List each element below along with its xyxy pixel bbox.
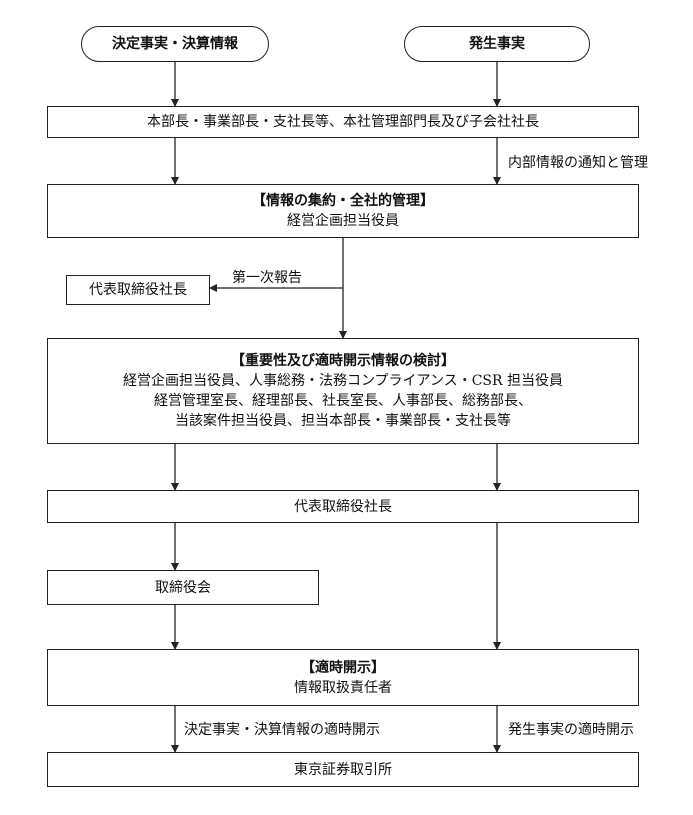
management-box: 【情報の集約・全社的管理】 経営企画担当役員 bbox=[47, 184, 639, 238]
review-line-2: 経営管理室長、経理部長、社長室長、人事部長、総務部長、 bbox=[154, 393, 532, 409]
board-text: 取締役会 bbox=[155, 579, 211, 596]
occurrence-disclosure-label: 発生事実の適時開示 bbox=[508, 722, 634, 738]
review-title: 【重要性及び適時開示情報の検討】 bbox=[231, 353, 455, 369]
occurrence-facts-text: 発生事実 bbox=[469, 36, 525, 52]
review-box: 【重要性及び適時開示情報の検討】 経営企画担当役員、人事総務・法務コンプライアン… bbox=[47, 338, 639, 444]
president-side-box: 代表取締役社長 bbox=[66, 275, 210, 305]
exchange-text: 東京証券取引所 bbox=[294, 761, 392, 778]
management-title: 【情報の集約・全社的管理】 bbox=[252, 193, 434, 209]
decision-facts-text: 決定事実・決算情報 bbox=[112, 36, 238, 52]
president-text: 代表取締役社長 bbox=[294, 498, 392, 515]
disclosure-officer: 情報取扱責任者 bbox=[294, 679, 392, 696]
management-officer: 経営企画担当役員 bbox=[287, 213, 399, 229]
review-line-1: 経営企画担当役員、人事総務・法務コンプライアンス・CSR 担当役員 bbox=[122, 373, 564, 389]
decision-facts-node: 決定事実・決算情報 bbox=[81, 26, 269, 62]
reporting-managers-text: 本部長・事業部長・支社長等、本社管理部門長及び子会社社長 bbox=[147, 114, 539, 130]
president-box: 代表取締役社長 bbox=[47, 490, 639, 523]
disclosure-title: 【適時開示】 bbox=[301, 659, 385, 676]
president-side-text: 代表取締役社長 bbox=[89, 282, 187, 298]
occurrence-facts-node: 発生事実 bbox=[404, 26, 590, 62]
reporting-managers-box: 本部長・事業部長・支社長等、本社管理部門長及び子会社社長 bbox=[47, 106, 639, 138]
board-box: 取締役会 bbox=[47, 570, 319, 605]
internal-notice-label: 内部情報の通知と管理 bbox=[508, 155, 648, 171]
decision-disclosure-label: 決定事実・決算情報の適時開示 bbox=[184, 722, 380, 738]
exchange-box: 東京証券取引所 bbox=[47, 752, 639, 787]
first-report-label: 第一次報告 bbox=[232, 270, 302, 286]
disclosure-box: 【適時開示】 情報取扱責任者 bbox=[47, 649, 639, 706]
review-line-3: 当該案件担当役員、担当本部長・事業部長・支社長等 bbox=[175, 413, 511, 429]
